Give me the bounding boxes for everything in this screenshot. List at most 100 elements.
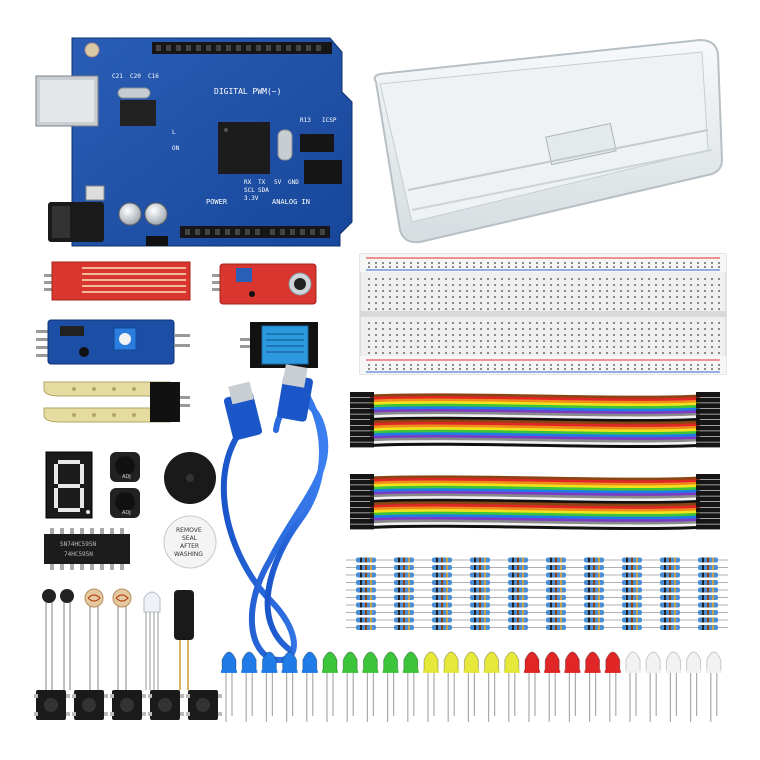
usb-cable [220,377,329,664]
jumper-connector [696,474,720,479]
jumper-wire [369,442,701,449]
jumper-connector [696,513,720,519]
jumper-wire [369,511,701,518]
led [281,651,298,722]
board-label-analog: ANALOG IN [272,198,310,206]
push-button [186,690,222,720]
usb-a-plug [277,364,313,422]
led [221,651,237,722]
jumper-wire [369,429,701,436]
led-set [221,651,722,722]
led [564,651,581,722]
jumper-connector [350,490,374,496]
ic-label-1: SN74HC595N [60,541,97,548]
sticker-line-1: REMOVE [176,527,202,534]
jumper-wire [369,488,701,494]
jumper-connector [350,518,374,524]
jumper-connector [350,436,374,442]
jumper-wire [369,509,701,515]
potentiometer-1: ADJ [110,452,140,482]
jumper-wire [369,477,701,484]
led [645,651,662,722]
board-label-on: ON [172,145,180,152]
jumper-wire [369,519,701,525]
led [483,651,500,722]
board-label-c21: C21 [112,73,123,80]
jumper-wire [369,408,701,415]
jumper-wire [369,419,701,425]
led [362,651,379,722]
jumper-wire [369,516,701,523]
jumper-wire [369,411,701,417]
pot-label-2: ADJ [122,510,131,516]
sticker-line-3: AFTER [180,543,199,550]
board-label-digital: DIGITAL PWM(~) [214,87,281,96]
plastic-storage-box [373,38,724,244]
jumper-wire [369,432,701,438]
potentiometer-2: ADJ [110,488,140,518]
push-buttons [34,690,222,720]
jumper-connector [696,392,720,397]
jumper-wire [369,506,701,512]
led [342,651,359,722]
jumper-wire [369,403,701,410]
jumper-wire [369,437,701,443]
jumper-connector [696,479,720,485]
board-label-scl: SCL [244,187,255,194]
jumper-wire [369,421,701,428]
jumper-connector [350,474,374,479]
board-label-rx: RX [244,179,252,186]
jumper-wire [369,480,701,486]
shift-register-ic: SN74HC595N 74HC595N [44,528,130,570]
board-label-tx: TX [258,179,266,186]
jumper-connector [696,502,720,507]
dupont-jumper-wires-bottom [350,474,720,531]
passive-buzzer [164,452,216,504]
jumper-connector [350,507,374,513]
led [665,651,682,722]
pot-label-1: ADJ [122,474,131,480]
jumper-connector [350,408,374,414]
led [382,651,399,722]
jumper-wire [369,398,701,404]
jumper-wire [369,493,701,499]
push-button [72,690,108,720]
led [443,651,460,722]
jumper-wire [369,514,701,520]
jumper-connector [350,425,374,431]
sticker-line-4: WASHING [174,551,203,558]
led [301,651,318,722]
jumper-connector [350,414,374,420]
jumper-wire [369,401,701,407]
jumper-connector [696,397,720,403]
led [463,651,480,722]
jumper-connector [350,420,374,425]
jumper-wire [369,522,701,528]
arduino-uno-board: DIGITAL PWM(~) POWER ANALOG IN ICSP R13 … [35,37,353,247]
jumper-connector [350,403,374,409]
led [544,651,561,722]
jumper-connector [696,403,720,409]
push-button [110,690,146,720]
ic-label-2: 74HC595N [64,551,93,558]
jumper-wire [369,416,701,423]
jumper-wire [369,498,701,505]
push-button [34,690,70,720]
jumper-connector [696,414,720,420]
jumper-connector [350,397,374,403]
jumper-wire [369,393,701,399]
active-buzzer: REMOVE SEAL AFTER WASHING [163,515,217,569]
jumper-wire [369,485,701,492]
jumper-wire [369,414,701,420]
led [423,651,439,722]
board-label-gnd: GND [288,179,299,186]
jumper-wire [369,424,701,430]
jumper-wire [369,483,701,489]
jumper-wire [369,490,701,497]
jumper-connector [350,485,374,491]
board-label-5v: 5V [274,179,282,186]
led [261,651,278,722]
led [705,651,722,722]
board-label-r13: R13 [300,117,311,124]
jumper-wire [369,524,701,531]
